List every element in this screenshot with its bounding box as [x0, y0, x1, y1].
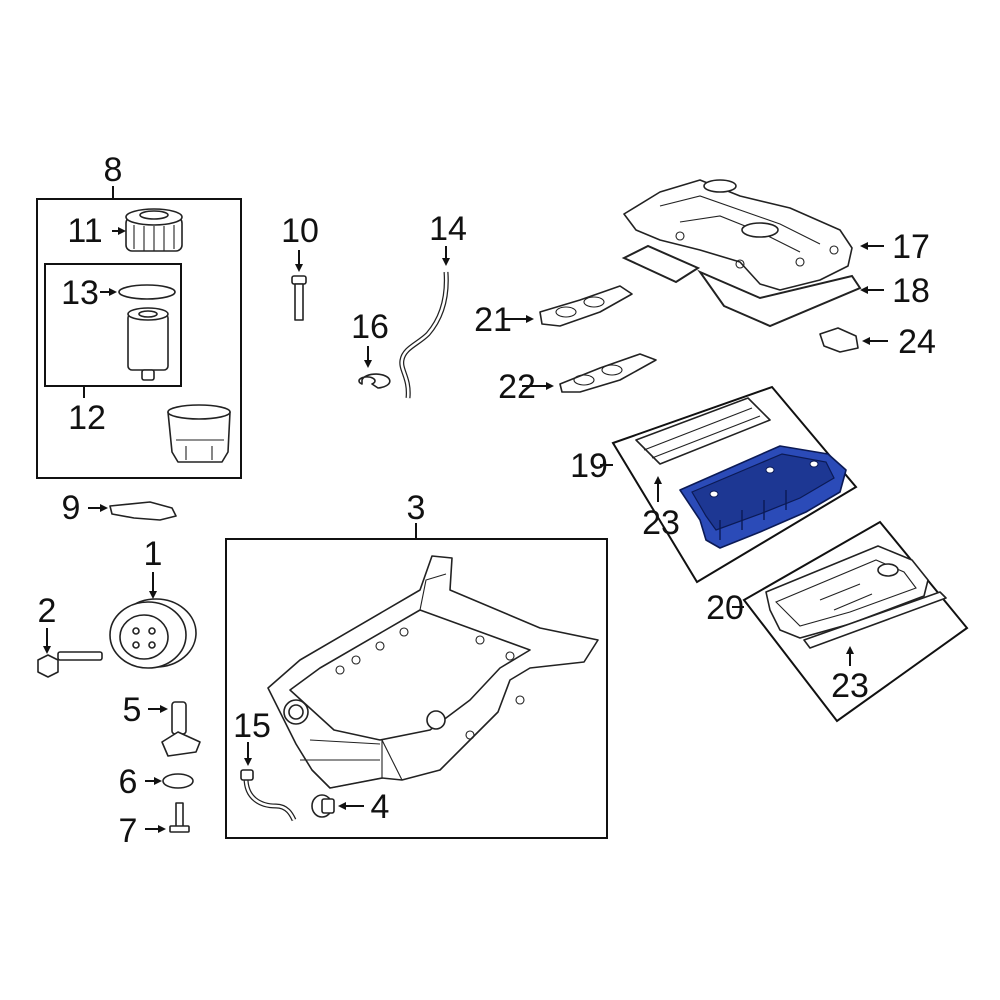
seal-ring-part	[162, 773, 194, 789]
oil-pan-part	[267, 555, 599, 789]
arrow-23a	[654, 476, 662, 484]
arrow-14	[442, 258, 450, 266]
gasket-17-part	[621, 244, 701, 284]
gasket-21-part	[539, 285, 633, 327]
arrow-16	[364, 360, 372, 368]
callout-16: 16	[351, 308, 389, 346]
arrow-5	[160, 705, 168, 713]
arrow-13	[109, 288, 117, 296]
filter-group-box	[36, 198, 242, 479]
callout-5: 5	[123, 691, 142, 729]
upper-pan-box	[611, 385, 858, 584]
bolt-10-part	[291, 275, 307, 321]
arrow-11	[118, 227, 126, 235]
callout-17: 17	[892, 228, 930, 266]
callout-2: 2	[38, 592, 57, 630]
callout-6: 6	[119, 763, 138, 801]
callout-18: 18	[892, 272, 930, 310]
gasket-18-part	[697, 269, 862, 328]
callout-13: 13	[61, 274, 99, 312]
arrow-7	[158, 825, 166, 833]
baffle-part	[635, 397, 771, 465]
filter-element-part	[127, 307, 169, 381]
callout-15: 15	[233, 707, 271, 745]
gasket-22-part	[559, 353, 657, 393]
callout-10: 10	[281, 212, 319, 250]
callout-23-upper: 23	[642, 504, 680, 542]
callout-4: 4	[371, 788, 390, 826]
arrow-2	[43, 646, 51, 654]
filter-housing-part	[167, 404, 231, 463]
callout-3: 3	[407, 489, 426, 527]
callout-7: 7	[119, 812, 138, 850]
callout-1: 1	[144, 535, 163, 573]
callout-9: 9	[62, 489, 81, 527]
dipstick-tube-part	[399, 271, 449, 399]
clip-16-part	[358, 373, 391, 389]
gasket-9-part	[109, 501, 177, 521]
callout-19: 19	[570, 447, 608, 485]
pulley-part	[109, 598, 197, 669]
lower-pan-box	[742, 520, 969, 723]
bolt-7-part	[169, 802, 190, 833]
arrow-17	[860, 242, 868, 250]
callout-22: 22	[498, 368, 536, 406]
highlighted-gasket-23-part	[679, 445, 847, 549]
gasket-23b-part	[803, 591, 947, 649]
callout-23-lower: 23	[831, 667, 869, 705]
oil-sensor-part	[161, 701, 201, 757]
callout-20: 20	[706, 589, 744, 627]
bolt-2-part	[37, 651, 103, 678]
o-ring-part	[118, 284, 176, 300]
arrow-23b	[846, 646, 854, 654]
drain-plug-part	[311, 794, 335, 818]
filter-element-box	[44, 263, 182, 387]
callout-12: 12	[68, 399, 106, 437]
arrow-18	[860, 286, 868, 294]
arrow-6	[154, 777, 162, 785]
arrow-4	[338, 802, 346, 810]
arrow-22	[546, 382, 554, 390]
arrow-9	[100, 504, 108, 512]
callout-21: 21	[474, 301, 512, 339]
arrow-21	[526, 315, 534, 323]
arrow-10	[295, 264, 303, 272]
arrow-15	[244, 758, 252, 766]
intake-manifold-part	[623, 179, 853, 291]
callout-11: 11	[67, 212, 102, 250]
lower-pan-part	[765, 545, 929, 639]
callout-24: 24	[898, 323, 936, 361]
callout-14: 14	[429, 210, 467, 248]
callout-8: 8	[104, 151, 123, 189]
sensor-24-part	[819, 327, 859, 353]
arrow-1	[149, 591, 157, 599]
filter-cap-part	[125, 208, 183, 252]
arrow-24	[862, 337, 870, 345]
